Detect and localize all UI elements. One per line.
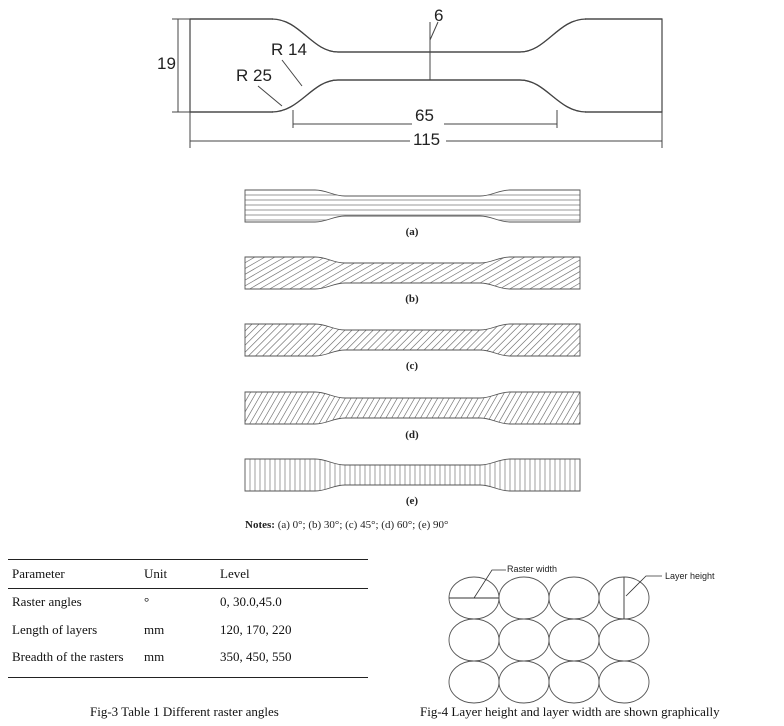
fig4-caption: Fig-4 Layer height and layer width are s… bbox=[420, 704, 720, 719]
notes-text: (a) 0°; (b) 30°; (c) 45°; (d) 60°; (e) 9… bbox=[274, 519, 449, 531]
cell-level: 120, 170, 220 bbox=[220, 621, 292, 637]
cell-parameter: Breadth of the rasters bbox=[12, 649, 124, 665]
hatch-lines-c bbox=[245, 324, 580, 356]
dim-height: 19 bbox=[157, 54, 176, 73]
notes: Notes: (a) 0°; (b) 30°; (c) 45°; (d) 60°… bbox=[245, 519, 448, 531]
specimen-caption-c: (c) bbox=[405, 360, 419, 372]
cell-level: 350, 450, 550 bbox=[220, 649, 292, 665]
ellipse-grid bbox=[448, 576, 650, 704]
table-row: Length of layers mm 120, 170, 220 bbox=[8, 616, 368, 644]
table-header-row: Parameter Unit Level bbox=[8, 560, 368, 588]
table: Parameter Unit Level Raster angles ° 0, … bbox=[8, 560, 368, 671]
specimen-outline-a bbox=[244, 189, 581, 223]
cell-unit: mm bbox=[144, 621, 165, 637]
table-bottom-rule bbox=[8, 677, 368, 678]
specimen-outline-d bbox=[244, 391, 581, 425]
specimen-caption-d: (d) bbox=[405, 429, 419, 441]
specimen-outline-e bbox=[244, 458, 581, 492]
header-unit: Unit bbox=[144, 565, 168, 581]
header-parameter: Parameter bbox=[12, 565, 65, 581]
dim-radius-small: R 14 bbox=[271, 40, 307, 59]
layer-height-label: Layer height bbox=[665, 571, 715, 581]
hatch-lines-d bbox=[245, 392, 580, 424]
cell-unit: mm bbox=[144, 649, 165, 665]
specimen-outline-c bbox=[244, 323, 581, 357]
raster-ellipses-svg: Raster width Layer height bbox=[448, 564, 715, 704]
table-row: Raster angles ° 0, 30.0,45.0 bbox=[8, 588, 368, 616]
dogbone-outline-svg bbox=[172, 17, 663, 148]
specimen-outline-b bbox=[244, 256, 581, 290]
cell-unit: ° bbox=[144, 594, 150, 610]
dogbone-upper-edge bbox=[190, 18, 662, 53]
dim-radius-large: R 25 bbox=[236, 66, 272, 85]
specimen-caption-e: (e) bbox=[405, 495, 419, 507]
dim-gauge-length: 65 bbox=[415, 106, 434, 125]
specimen-stack: (a) (b) (c) (d) (e) bbox=[0, 180, 784, 510]
cell-level: 0, 30.0,45.0 bbox=[220, 594, 282, 610]
cell-parameter: Raster angles bbox=[12, 594, 82, 610]
parameter-table: Parameter Unit Level Raster angles ° 0, … bbox=[8, 559, 368, 678]
specimen-figures-svg bbox=[244, 189, 581, 492]
hatch-lines-b bbox=[245, 257, 580, 289]
table-top-rule bbox=[8, 559, 368, 560]
cell-parameter: Length of layers bbox=[12, 621, 98, 637]
dim-overall-length: 115 bbox=[413, 130, 441, 149]
notes-label: Notes: bbox=[245, 519, 275, 531]
table-row: Breadth of the rasters mm 350, 450, 550 bbox=[8, 644, 368, 672]
dogbone-drawing: 19 6 R 14 R 25 65 115 bbox=[0, 0, 784, 160]
hatch-lines-e bbox=[249, 459, 576, 491]
dim-gauge-width: 6 bbox=[434, 6, 444, 25]
specimen-caption-a: (a) bbox=[405, 226, 419, 238]
raster-width-label: Raster width bbox=[507, 564, 557, 574]
specimen-caption-b: (b) bbox=[405, 293, 419, 305]
fig3-caption: Fig-3 Table 1 Different raster angles bbox=[90, 704, 279, 719]
raster-diagram: Raster width Layer height bbox=[440, 560, 740, 710]
header-level: Level bbox=[220, 565, 250, 581]
